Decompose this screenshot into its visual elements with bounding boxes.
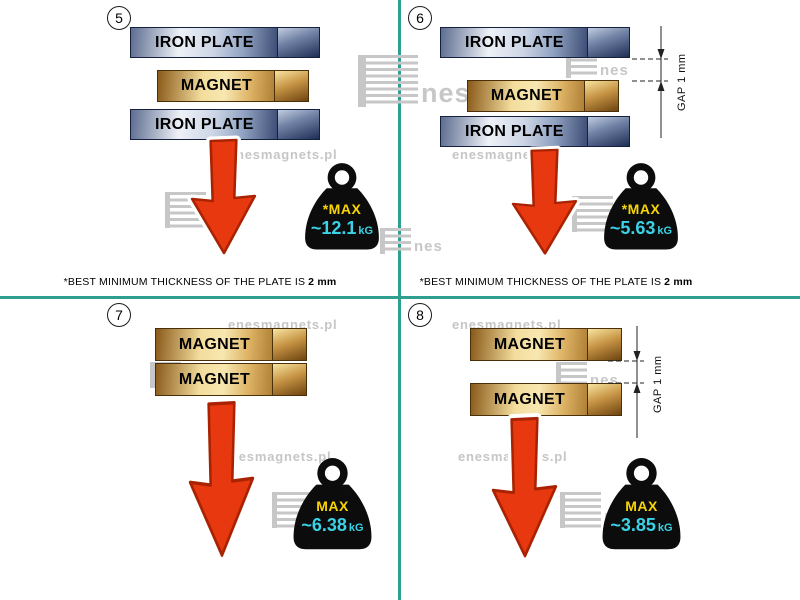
- panel-8-number: 8: [408, 303, 432, 327]
- gap-dimension-lines: [632, 26, 668, 138]
- gap-label: GAP 1 mm: [676, 53, 688, 111]
- magnet: MAGNET: [157, 70, 309, 102]
- iron-plate-side: [276, 110, 319, 139]
- magnet-label: MAGNET: [180, 77, 253, 94]
- magnet-label: MAGNET: [490, 87, 563, 104]
- enes-logo-icon: [560, 492, 601, 528]
- iron-plate-side: [586, 28, 629, 57]
- magnet-side: [587, 384, 621, 415]
- pull-force-arrow: [187, 135, 260, 258]
- weight-value: ~12.1: [310, 218, 357, 239]
- magnet-top: MAGNET: [470, 328, 622, 361]
- iron-plate-bottom: IRON PLATE: [130, 109, 320, 140]
- footnote-text: *BEST MINIMUM THICKNESS OF THE PLATE IS: [419, 276, 662, 288]
- iron-plate-label: IRON PLATE: [154, 115, 254, 133]
- pull-force-arrow: [185, 396, 258, 562]
- watermark-url: enesmagnets.pl: [222, 449, 332, 464]
- weight-value: ~3.85: [610, 515, 656, 536]
- weight-unit: kG: [348, 522, 364, 535]
- pull-force-arrow: [508, 145, 581, 258]
- panel-5-number: 5: [107, 6, 131, 30]
- magnet: MAGNET: [467, 80, 619, 112]
- pull-force-arrow: [488, 412, 561, 562]
- kettlebell-shape: [604, 163, 678, 250]
- enes-logo-icon: [358, 55, 418, 107]
- watermark-url: enesmagnets.pl: [228, 147, 338, 162]
- kettlebell-shape: [602, 458, 681, 550]
- iron-plate-label: IRON PLATE: [464, 33, 564, 51]
- enes-logo-watermark: nes: [380, 228, 443, 254]
- kettlebell-shape: [293, 458, 372, 550]
- iron-plate-top: IRON PLATE: [130, 27, 320, 58]
- iron-plate-label: IRON PLATE: [464, 122, 564, 140]
- footnote-text: *BEST MINIMUM THICKNESS OF THE PLATE IS: [63, 276, 306, 288]
- magnet-side: [587, 329, 621, 360]
- magnet-bottom: MAGNET: [470, 383, 622, 416]
- magnet-side: [274, 71, 308, 101]
- panel-6-number: 6: [408, 6, 432, 30]
- kettlebell-shape: [305, 163, 379, 250]
- weight-unit: kG: [657, 225, 673, 238]
- magnet-label: MAGNET: [493, 390, 566, 408]
- iron-plate-side: [276, 28, 319, 57]
- magnet-label: MAGNET: [178, 335, 251, 353]
- iron-plate-label: IRON PLATE: [154, 33, 254, 51]
- gap-dimension-lines: [608, 326, 644, 438]
- weight-unit: kG: [358, 225, 374, 238]
- weight-unit: kG: [657, 522, 673, 535]
- magnet-side: [272, 364, 306, 395]
- magnet-label: MAGNET: [178, 370, 251, 388]
- magnet-side: [584, 81, 618, 111]
- horizontal-divider: [0, 296, 800, 299]
- magnet-bottom: MAGNET: [155, 363, 307, 396]
- weight-max-label: *MAX: [621, 201, 661, 218]
- vertical-divider: [398, 0, 401, 600]
- magnet-side: [272, 329, 306, 360]
- magnet-label: MAGNET: [493, 335, 566, 353]
- weight-max-label: *MAX: [322, 201, 362, 218]
- weight-max-label: MAX: [625, 498, 658, 515]
- enes-logo-text: nes: [421, 78, 471, 108]
- iron-plate-top: IRON PLATE: [440, 27, 630, 58]
- magnet-top: MAGNET: [155, 328, 307, 361]
- enes-logo-text: nes: [600, 62, 629, 79]
- weight-max-label: MAX: [316, 498, 349, 515]
- enes-logo-text: nes: [414, 238, 443, 255]
- panel-7-number: 7: [107, 303, 131, 327]
- footnote-bold: 2 mm: [308, 276, 337, 288]
- weight-value: ~6.38: [301, 515, 347, 536]
- gap-label: GAP 1 mm: [652, 355, 664, 413]
- footnote-bold: 2 mm: [664, 276, 693, 288]
- enes-logo-watermark: nes: [358, 55, 471, 107]
- iron-plate-bottom: IRON PLATE: [440, 116, 630, 147]
- enes-logo-icon: [380, 228, 411, 254]
- iron-plate-side: [586, 117, 629, 146]
- weight-value: ~5.63: [609, 218, 656, 239]
